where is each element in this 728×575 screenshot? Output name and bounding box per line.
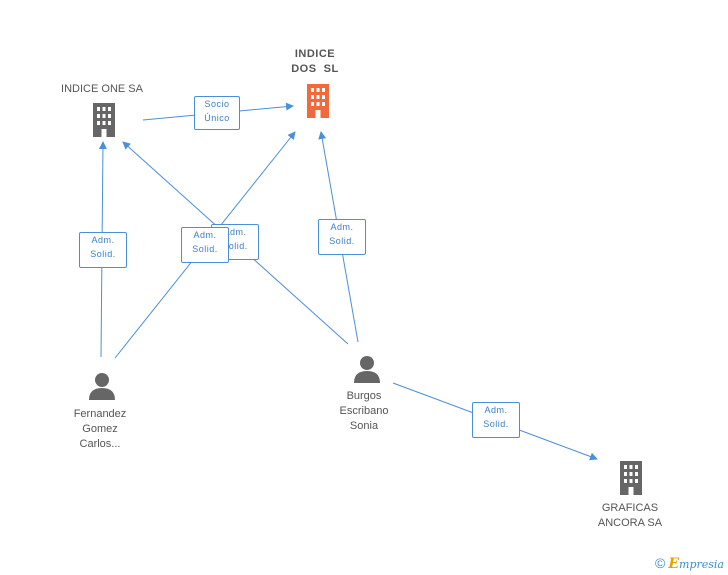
brand-e: E (668, 556, 680, 572)
indice-dos-name-line2: DOS SL (291, 63, 339, 75)
node-burgos-label[interactable]: Burgos Escribano Sonia (314, 389, 414, 434)
burgos-name-line1: Burgos (346, 390, 382, 402)
graficas-name-line2: ANCORA SA (597, 517, 663, 529)
fernandez-name-line3: Carlos... (79, 438, 121, 450)
empresia-logo[interactable]: ©Empresia (655, 555, 724, 572)
brand-name: mpresia (679, 558, 724, 571)
node-fernandez-label[interactable]: Fernandez Gomez Carlos... (50, 407, 150, 452)
building-icon[interactable] (89, 103, 119, 137)
copyright-icon: © (655, 555, 666, 571)
fernandez-name-line1: Fernandez (73, 408, 127, 420)
indice-dos-name-line1: INDICE (294, 48, 336, 60)
burgos-name-line3: Sonia (349, 420, 379, 432)
fernandez-name-line2: Gomez (82, 423, 118, 435)
edge-label-fernandez-indice-one: Adm. Solid. (79, 232, 127, 268)
burgos-name-line2: Escribano (339, 405, 389, 417)
edge-label-socio-unico: Socio Único (194, 96, 240, 130)
edge-label-burgos-graficas: Adm. Solid. (472, 402, 520, 438)
indice-one-name: INDICE ONE SA (61, 83, 143, 95)
person-icon[interactable] (88, 372, 116, 400)
node-graficas-label[interactable]: GRAFICAS ANCORA SA (578, 501, 682, 531)
edge-label-fernandez-indice-dos: Adm. Solid. (181, 227, 229, 263)
node-indice-dos-label[interactable]: INDICE DOS SL (275, 47, 355, 77)
building-icon[interactable] (616, 461, 646, 495)
edge-label-burgos-indice-dos: Adm. Solid. (318, 219, 366, 255)
graficas-name-line1: GRAFICAS (601, 502, 659, 514)
building-icon[interactable] (303, 84, 333, 118)
person-icon[interactable] (353, 355, 381, 383)
node-indice-one-label[interactable]: INDICE ONE SA (52, 82, 152, 97)
